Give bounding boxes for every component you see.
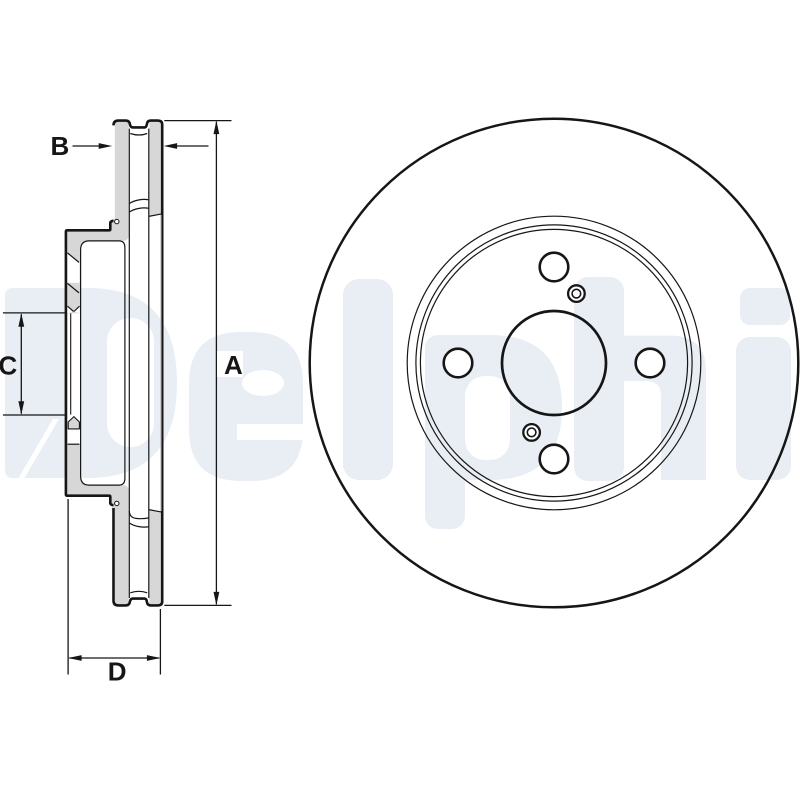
svg-text:B: B [51, 131, 70, 161]
svg-text:D: D [108, 657, 127, 687]
svg-text:A: A [224, 350, 243, 380]
svg-text:C: C [0, 350, 18, 380]
